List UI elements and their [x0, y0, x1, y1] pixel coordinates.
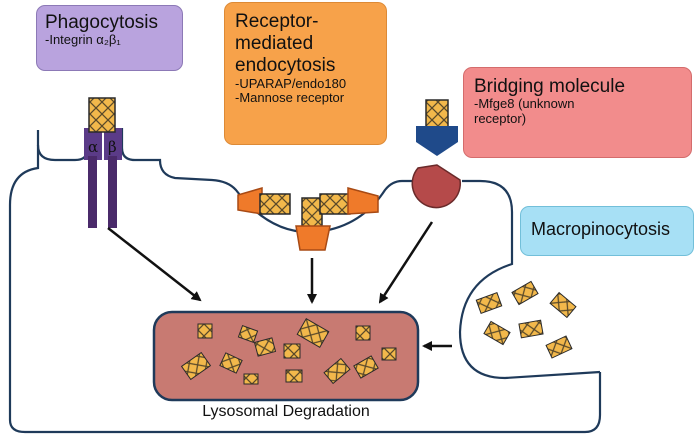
- bridging-molecule-box: Bridging molecule -Mfge8 (unknown recept…: [463, 67, 692, 158]
- macropinocytosis-title: Macropinocytosis: [531, 219, 671, 239]
- bridging-molecule-icon: [411, 99, 462, 209]
- lysosomal-degradation-label: Lysosomal Degradation: [202, 403, 370, 420]
- bridging-item: receptor): [474, 110, 527, 126]
- cell-membrane-lower: [8, 145, 602, 434]
- bridging-title: Bridging molecule: [474, 76, 626, 97]
- phagocytosis-box: Phagocytosis -Integrin α₂β₁: [36, 5, 183, 71]
- receptor-title-line: mediated: [235, 32, 314, 54]
- receptor-mediated-box: Receptor- mediated endocytosis -UPARAP/e…: [224, 2, 387, 145]
- receptor-title-line: Receptor-: [235, 11, 319, 32]
- lysosome-fragments: [180, 318, 397, 385]
- receptor-title-line: endocytosis: [235, 54, 336, 76]
- endocytic-receptor-center-icon: [295, 197, 331, 251]
- endocytic-receptor-left-icon: [237, 187, 291, 215]
- arrow-icon: [378, 221, 434, 304]
- integrin-alpha-label: α: [88, 138, 99, 156]
- arrow-icon: [107, 227, 202, 302]
- integrin-receptor-icon: [84, 97, 122, 228]
- endocytic-receptor-right-icon: [319, 187, 379, 215]
- macropinocytosis-box: Macropinocytosis: [520, 206, 694, 256]
- receptor-item: -UPARAP/endo180: [235, 75, 347, 91]
- phagocytosis-title: Phagocytosis: [45, 12, 159, 33]
- macropinosome-fragments: [475, 280, 577, 359]
- bridging-item: -Mfge8 (unknown: [474, 96, 575, 112]
- phagocytosis-item: -Integrin α₂β₁: [45, 32, 121, 48]
- receptor-item: -Mannose receptor: [235, 90, 345, 106]
- integrin-beta-label: β: [108, 138, 117, 156]
